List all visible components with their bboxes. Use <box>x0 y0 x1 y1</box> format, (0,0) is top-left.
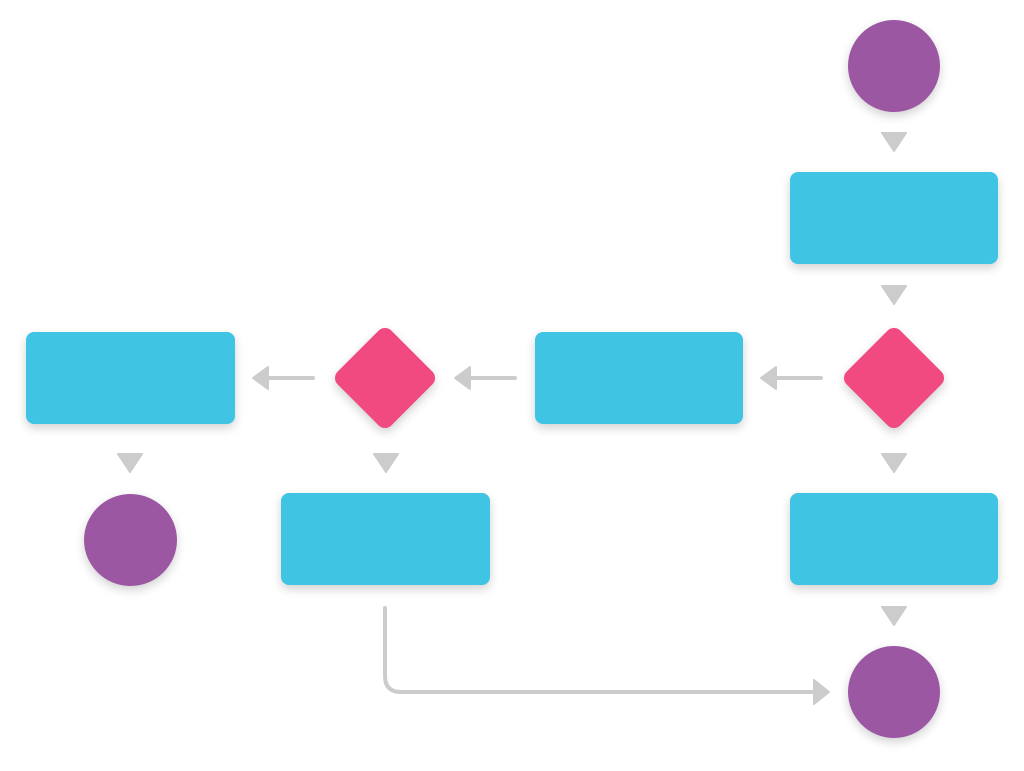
arrow-decision-1-to-process-5 <box>881 453 907 473</box>
arrow-process-4-to-end-right <box>383 606 830 705</box>
end-right-terminal[interactable] <box>848 646 940 738</box>
process-2-box[interactable] <box>535 332 743 424</box>
end-left-terminal[interactable] <box>84 494 177 586</box>
arrow-process-1-to-decision-1 <box>881 285 907 305</box>
process-4-box[interactable] <box>281 493 490 585</box>
arrow-start-to-process-1 <box>881 132 907 152</box>
arrow-decision-1-to-process-2 <box>760 366 823 390</box>
arrow-process-5-to-end-right <box>881 606 907 626</box>
process-3-box[interactable] <box>26 332 235 424</box>
arrow-decision-2-to-process-4 <box>373 453 399 473</box>
start-terminal[interactable] <box>848 20 940 112</box>
arrow-decision-2-to-process-3 <box>252 366 315 390</box>
process-5-box[interactable] <box>790 493 998 585</box>
process-1-box[interactable] <box>790 172 998 264</box>
arrow-process-3-to-end-left <box>117 453 143 473</box>
arrow-process-2-to-decision-2 <box>454 366 517 390</box>
